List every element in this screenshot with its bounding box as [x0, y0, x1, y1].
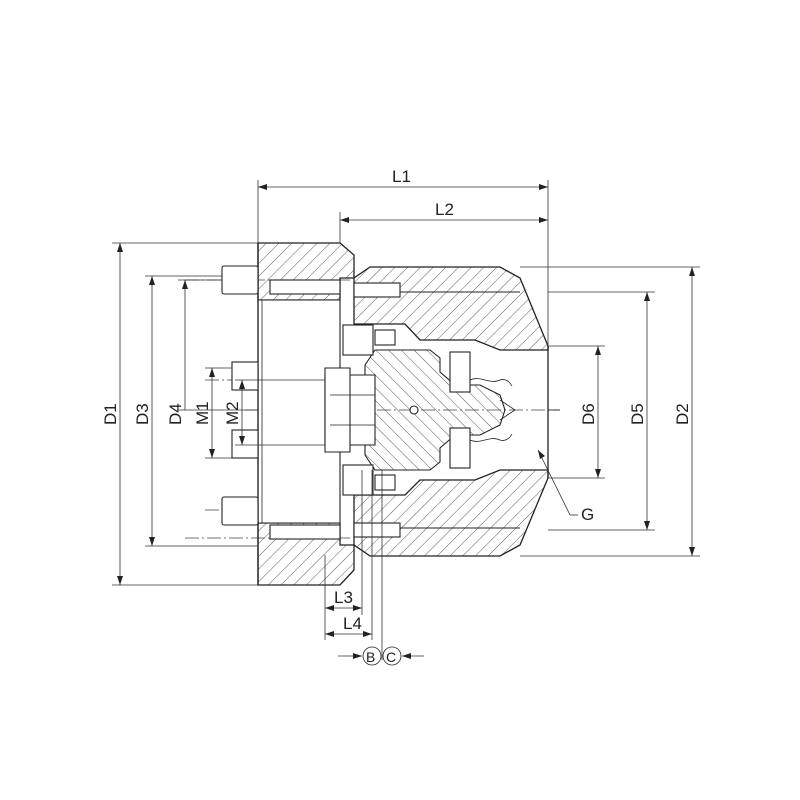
label-d6: D6: [579, 403, 598, 425]
label-l1: L1: [392, 167, 411, 186]
piston: [324, 349, 516, 471]
label-g: G: [581, 505, 594, 524]
label-d4: D4: [166, 403, 185, 425]
label-l4: L4: [343, 614, 362, 633]
extension-lines: [112, 180, 700, 660]
label-c: C: [386, 649, 396, 665]
label-d3: D3: [133, 403, 152, 425]
datum-c-circle: [382, 646, 402, 666]
label-l3: L3: [334, 588, 353, 607]
label-d5: D5: [628, 403, 647, 425]
label-m1: M1: [193, 401, 212, 425]
label-l2: L2: [435, 200, 454, 219]
clamp-elements: [342, 324, 513, 496]
outline: [257, 243, 560, 585]
dimension-lines: [117, 184, 695, 659]
label-d1: D1: [101, 403, 120, 425]
label-m2: M2: [223, 401, 242, 425]
datum-b-circle: [362, 646, 382, 666]
bolts: [221, 265, 401, 540]
main-body: [353, 266, 549, 557]
label-d2: D2: [673, 403, 692, 425]
label-b: B: [366, 649, 375, 665]
